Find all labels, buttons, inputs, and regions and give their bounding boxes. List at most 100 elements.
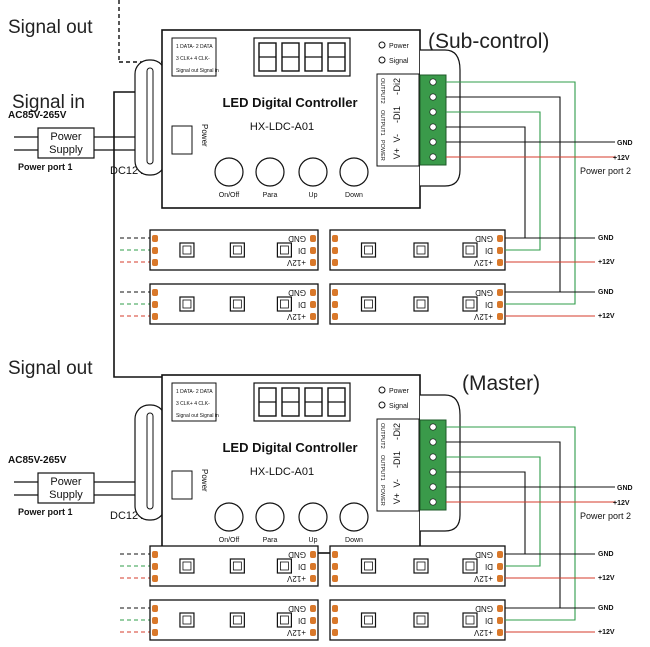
power-port2-label: Power port 2 — [580, 511, 631, 521]
strip-gnd-label: GND — [598, 605, 614, 612]
led-chip-inner — [416, 245, 426, 255]
power-indicator-label: Power — [389, 43, 410, 50]
terminal-label: - — [392, 465, 402, 468]
strip-pin — [497, 617, 503, 624]
output-group-label: POWER — [379, 140, 385, 161]
strip-pin — [497, 563, 503, 570]
strip-pin — [310, 617, 316, 624]
output-group-label: OUTPUT1 — [379, 110, 385, 136]
data1-wire — [446, 111, 541, 251]
power-led-icon — [378, 41, 386, 49]
terminal-label: Di2 — [392, 78, 402, 92]
port-text: 3 CLK+ 4 CLK- — [176, 401, 210, 407]
led-chip-inner — [182, 615, 192, 625]
strip-pin-label: GND — [475, 234, 493, 243]
controller-button — [214, 157, 244, 187]
power-supply-box — [37, 127, 95, 159]
power-indicator-label: Power — [389, 388, 410, 395]
power-socket — [171, 470, 193, 500]
strip-pin — [310, 247, 316, 254]
data2-wire — [446, 426, 576, 621]
strip-pin — [152, 313, 158, 320]
strip-pin — [152, 629, 158, 636]
terminal-screw-icon — [429, 483, 437, 491]
strip-pin — [497, 629, 503, 636]
terminal-label: V+ — [392, 148, 402, 159]
strip-pin — [152, 617, 158, 624]
master-label: (Master) — [462, 372, 540, 395]
terminal-label: DI1 — [392, 451, 402, 465]
controller-button — [298, 502, 328, 532]
terminal-label: - — [392, 120, 402, 123]
strip-pin — [332, 563, 338, 570]
strip-pin — [332, 289, 338, 296]
power-port1-label: Power port 1 — [18, 162, 73, 172]
led-chip-inner — [364, 299, 373, 309]
gnd-label: GND — [617, 140, 633, 147]
strip-pin-label: DI — [485, 616, 493, 625]
strip-pin-label: +12V — [473, 628, 493, 637]
signal-port-block — [171, 382, 217, 422]
led-strips: GNDDI+12VGNDDI+12VGNDDI+12VGNDDI+12VGNDD… — [120, 229, 506, 641]
signal-led-icon — [378, 401, 386, 409]
strip-pin — [152, 259, 158, 266]
power-socket-label: Power — [200, 124, 209, 147]
strip-pin — [497, 289, 503, 296]
strip-pin-label: GND — [475, 288, 493, 297]
strip-pin — [310, 259, 316, 266]
led-chip-inner — [416, 561, 426, 571]
power-supply-text: Supply — [49, 489, 83, 501]
button-label: Down — [345, 192, 363, 199]
port-text: Signal out Signal in — [176, 413, 219, 419]
strip-pin — [332, 605, 338, 612]
terminal-label: DI1 — [392, 106, 402, 120]
signal-led-icon — [378, 56, 386, 64]
sub-control-label: (Sub-control) — [428, 30, 549, 53]
terminal-screw-icon — [429, 78, 437, 86]
led-chip-inner — [465, 299, 475, 309]
strip-pin — [310, 313, 316, 320]
controller-model: HX-LDC-A01 — [250, 466, 314, 478]
button-label: Para — [263, 192, 278, 199]
strip-gnd-label: GND — [598, 551, 614, 558]
led-chip-inner — [232, 245, 242, 255]
output-group-label: OUTPUT2 — [379, 423, 385, 449]
port-text: Signal out Signal in — [176, 68, 219, 74]
port-text: 1 DATA- 2 DATA — [176, 389, 213, 395]
strip-pin — [332, 313, 338, 320]
strip-pin — [152, 247, 158, 254]
terminal-screw-icon — [429, 93, 437, 101]
terminal-label: - — [392, 92, 402, 95]
controller-model: HX-LDC-A01 — [250, 121, 314, 133]
terminal-block — [419, 74, 447, 166]
terminal-screw-icon — [429, 138, 437, 146]
controller-button — [255, 502, 285, 532]
led-chip-inner — [182, 561, 192, 571]
led-chip-inner — [364, 561, 373, 571]
signal-indicator-label: Signal — [389, 403, 409, 410]
strip-pin — [497, 313, 503, 320]
strip-pin-label: +12V — [286, 574, 306, 583]
strip-pin — [332, 575, 338, 582]
terminal-screw-icon — [429, 438, 437, 446]
ac-voltage-label: AC85V-265V — [8, 110, 67, 121]
terminal-label: - — [392, 437, 402, 440]
strip-pin — [332, 259, 338, 266]
led-chip-inner — [232, 299, 242, 309]
controller-button — [339, 502, 369, 532]
terminal-screw-icon — [429, 468, 437, 476]
signal-in-label: Signal in — [12, 92, 85, 113]
strip-pin — [152, 301, 158, 308]
led-chip-inner — [465, 245, 475, 255]
signal-out-mid-label: Signal out — [8, 358, 93, 379]
strip-pin-label: DI — [485, 246, 493, 255]
strip-pin-label: +12V — [286, 628, 306, 637]
strip-pin-label: GND — [288, 550, 306, 559]
strip-pin — [332, 617, 338, 624]
strip-gnd-label: GND — [598, 235, 614, 242]
button-label: Para — [263, 537, 278, 544]
strip-pin-label: DI — [298, 246, 306, 255]
